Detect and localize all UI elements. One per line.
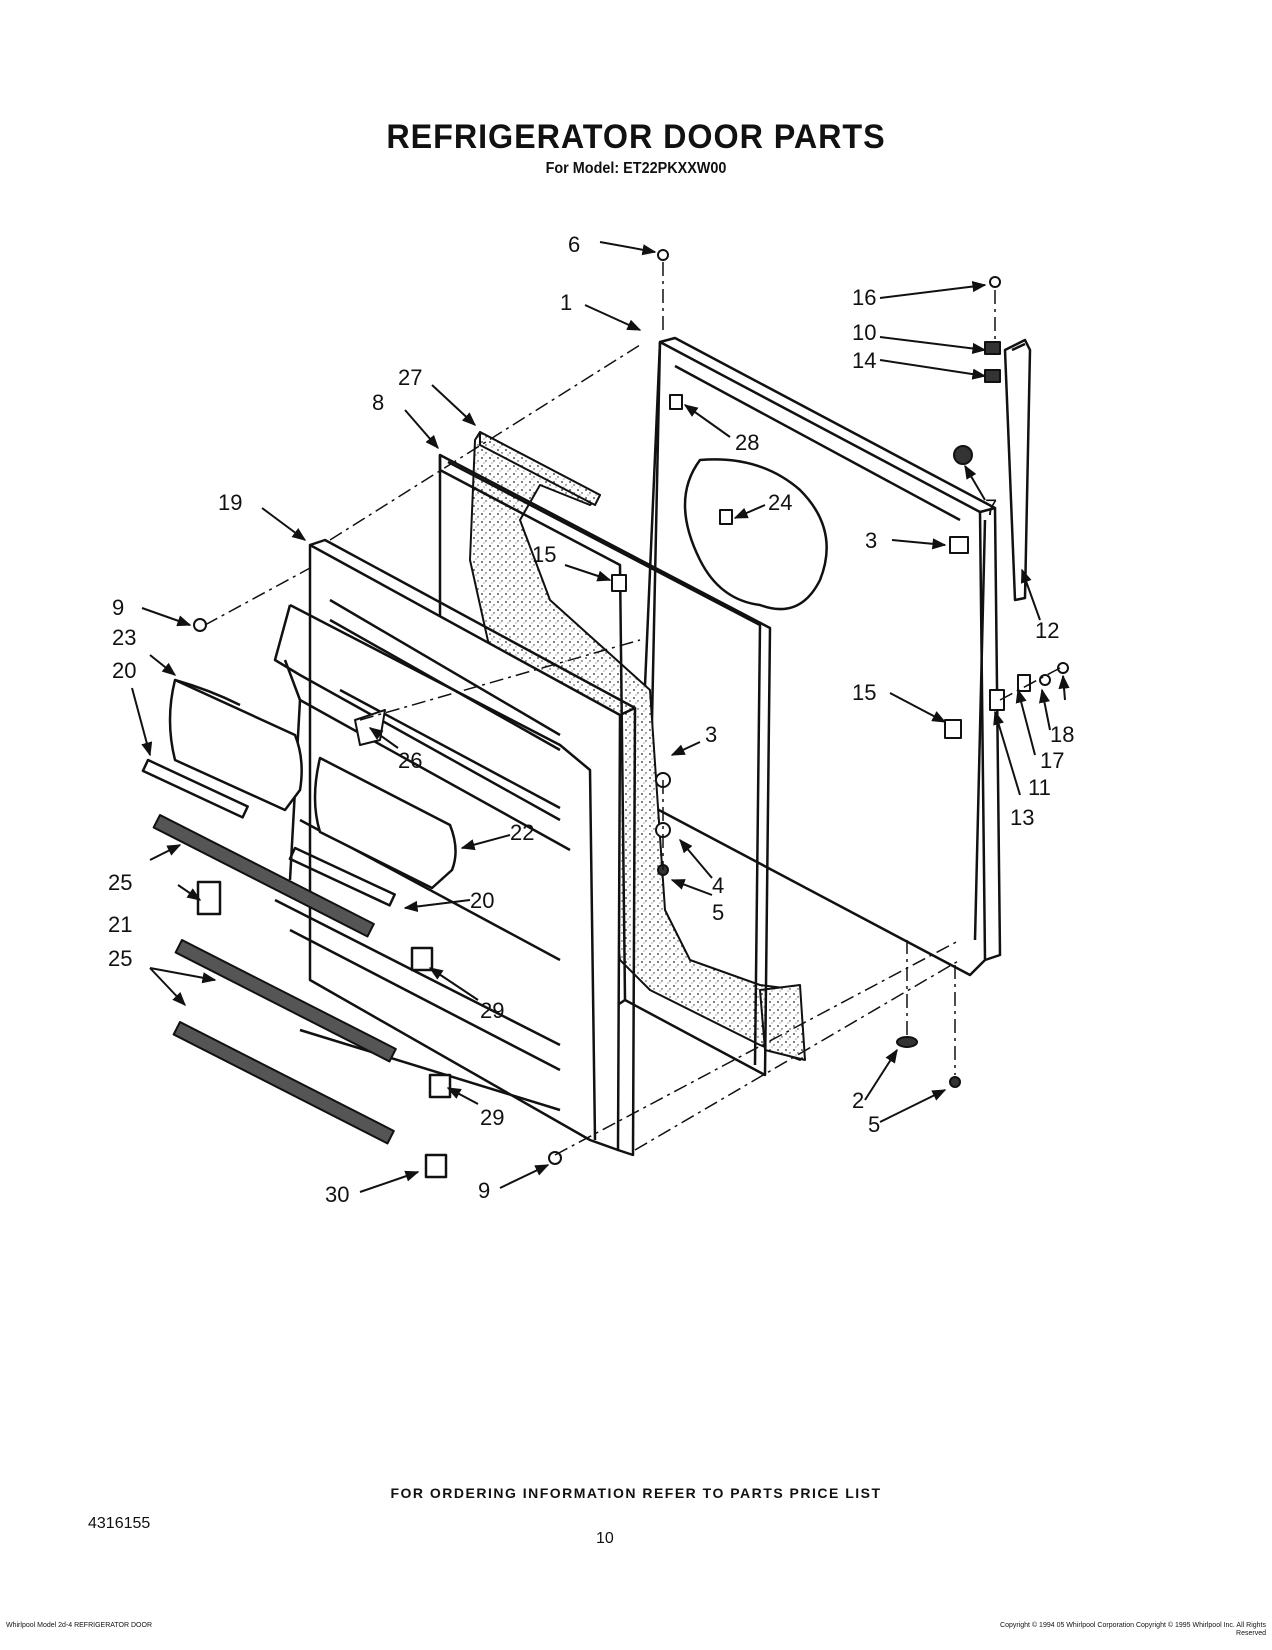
footer-right-copyright: Copyright © 1994 05 Whirlpool Corporatio… [1000,1622,1266,1637]
callout-14: 14 [852,348,876,373]
callout-1: 1 [560,290,572,315]
callout-30: 30 [325,1182,349,1207]
trim-strips [152,813,397,1145]
callout-15-center: 15 [532,542,556,567]
callout-13: 13 [1010,805,1034,830]
callout-18: 18 [1050,722,1074,747]
cap-30 [424,1153,448,1179]
callout-28: 28 [735,430,759,455]
foam-bottom-strip [759,984,806,1061]
cap-29-lower [428,1073,452,1099]
ordering-information-note: FOR ORDERING INFORMATION REFER TO PARTS … [390,1485,882,1501]
outer-door-panel [638,336,1002,977]
cap-29-upper [410,946,434,972]
callout-27: 27 [398,365,422,390]
callout-21: 21 [108,912,132,937]
callout-11: 11 [1028,775,1051,800]
document-number: 4316155 [88,1515,151,1532]
callout-3-right: 3 [865,528,877,553]
callout-25-upper: 25 [108,870,132,895]
shelf-retainer-bar-middle [288,846,396,907]
leader-arrows [131,241,1070,1193]
callout-2: 2 [852,1088,864,1113]
door-shelf-upper [168,678,303,812]
model-subtitle: For Model: ET22PKXXW00 [545,160,727,177]
callout-6: 6 [568,232,580,257]
page-title: REFRIGERATOR DOOR PARTS [386,118,886,156]
callout-9-upper: 9 [112,595,124,620]
callout-5-right: 5 [868,1112,880,1137]
callout-16: 16 [852,285,876,310]
callout-19: 19 [218,490,242,515]
footer-left-corner-text: Whirlpool Model 2d-4 REFRIGERATOR DOOR [6,1622,152,1629]
callout-20-left: 20 [112,658,136,683]
callout-25-lower: 25 [108,946,132,971]
callout-15-right: 15 [852,680,876,705]
callout-26: 26 [398,748,422,773]
callout-9-lower: 9 [478,1178,490,1203]
foam-top-strip [479,431,601,506]
callout-7: 7 [985,495,997,520]
callout-3-center: 3 [705,722,717,747]
callout-29-lower: 29 [480,1105,504,1130]
callout-23: 23 [112,625,136,650]
alignment-lines [204,262,1061,1156]
callout-24: 24 [768,490,792,515]
callout-4: 4 [712,873,724,898]
callout-20-middle: 20 [470,888,494,913]
hinge-reinforcement-cutout [683,458,828,611]
door-shelf-middle [313,756,457,890]
callout-29-upper: 29 [480,998,504,1023]
page-number: 10 [596,1530,614,1547]
callout-5-center: 5 [712,900,724,925]
callout-10: 10 [852,320,876,345]
callout-labels: 6 1 27 8 19 9 23 20 25 21 25 30 9 29 29 … [108,232,1074,1207]
callout-22: 22 [510,820,534,845]
callout-17: 17 [1040,748,1064,773]
callout-8: 8 [372,390,384,415]
hinge-bar-12 [1003,338,1032,602]
callout-12: 12 [1035,618,1059,643]
shelf-retainer-bar-left [141,758,249,819]
bracket-21 [196,880,222,916]
